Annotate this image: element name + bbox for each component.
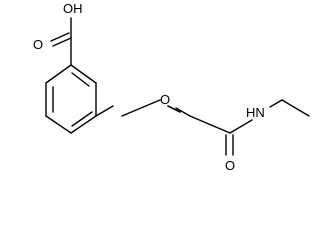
ring-bond-bottom-right xyxy=(70,115,97,134)
ring-bond-bottom-left xyxy=(45,115,72,134)
carbonyl-to-nitrogen-bond xyxy=(229,119,253,134)
ch2-left-bond xyxy=(167,105,181,113)
ring-bond-inner-top xyxy=(71,72,90,87)
ethyl-chain xyxy=(269,99,310,117)
ring-bond-inner-bottom xyxy=(71,111,93,127)
benzene-ring xyxy=(45,64,97,134)
nitrogen-to-ethyl-bond xyxy=(269,99,283,108)
amide-oxygen-label: O xyxy=(225,158,235,173)
chemical-structure-canvas: OH O O O HN xyxy=(33,1,310,173)
carboxyl-oxygen-label: O xyxy=(33,37,43,52)
amide-group: O HN xyxy=(189,105,265,173)
carboxyl-double-bond-outer xyxy=(52,37,72,47)
ring-to-ether-oxygen-bond xyxy=(95,105,114,117)
ring-bond-top-right xyxy=(70,64,97,84)
molecule-diagram: OH O O O HN xyxy=(33,1,310,173)
ethyl-terminal-bond xyxy=(281,99,310,117)
amide-nitrogen-label: HN xyxy=(246,105,265,120)
ether-linkage: O xyxy=(95,92,191,117)
methylene-to-ring-side xyxy=(121,99,161,117)
oxygen-to-methylene-bond xyxy=(175,107,191,117)
hydroxyl-label: OH xyxy=(63,1,83,16)
methylene-to-carbonyl-bond xyxy=(189,115,231,134)
carboxylic-acid-group: OH O xyxy=(33,1,83,66)
ring-bond-top-left xyxy=(45,64,72,84)
carboxyl-double-bond-inner xyxy=(50,32,70,42)
ether-oxygen-label: O xyxy=(160,92,170,107)
